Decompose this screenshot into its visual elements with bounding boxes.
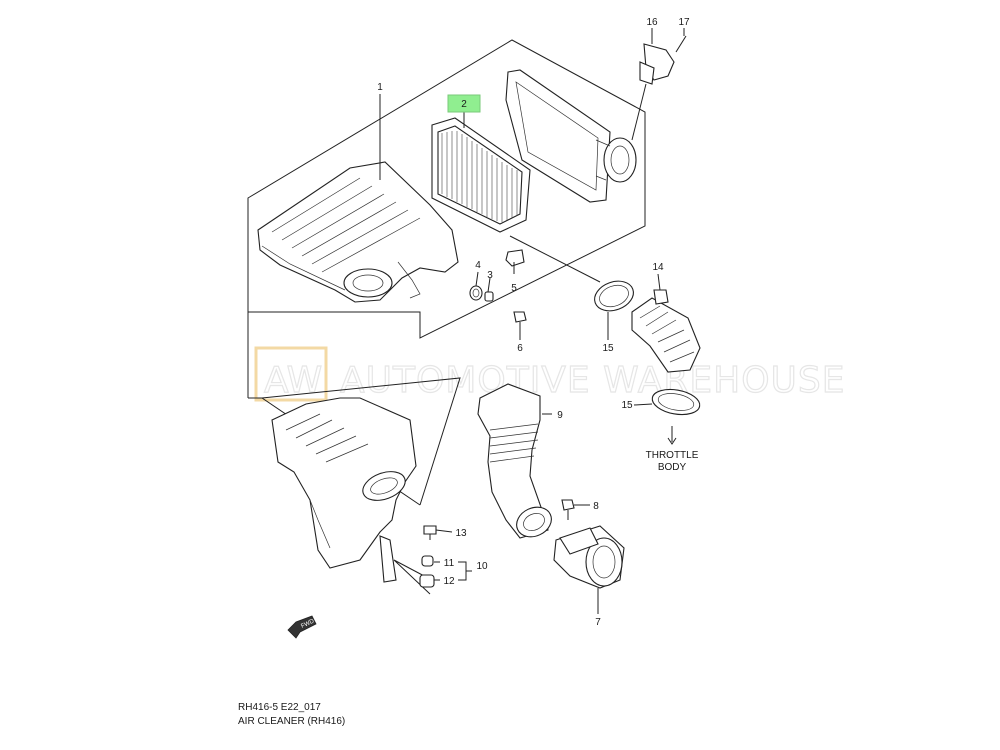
diagram-title: AIR CLEANER (RH416): [238, 716, 345, 727]
callout-1[interactable]: 1: [377, 82, 383, 93]
watermark-text: AUTOMOTIVE WAREHOUSE: [340, 360, 846, 401]
callout-8[interactable]: 8: [593, 501, 599, 512]
callout-14[interactable]: 14: [652, 262, 664, 273]
cover-housing: [505, 69, 637, 203]
callout-6[interactable]: 6: [517, 343, 523, 354]
lower-case: [271, 397, 417, 569]
hose-clamp-lower: [651, 388, 701, 416]
bolt-6: [513, 311, 527, 328]
diagram-code: RH416-5 E22_017: [238, 702, 321, 713]
callout-13[interactable]: 13: [455, 528, 467, 539]
callout-15-upper[interactable]: 15: [602, 343, 614, 354]
mass-airflow-sensor: [631, 35, 687, 141]
hose-clamp-upper: [594, 280, 634, 312]
callout-17[interactable]: 17: [678, 17, 690, 28]
intake-duct: [477, 383, 552, 539]
resonator: [553, 525, 625, 589]
diagram-caption: RH416-5 E22_017 AIR CLEANER (RH416): [238, 702, 345, 727]
watermark: AW AUTOMOTIVE WAREHOUSE: [254, 346, 846, 402]
throttle-arrow: [667, 426, 677, 445]
bracket-assembly: [379, 525, 437, 595]
bolt-8: [561, 499, 575, 520]
throttle-body-label: THROTTLE BODY: [646, 450, 699, 473]
fwd-label: FWD: [300, 618, 316, 629]
callout-5[interactable]: 5: [511, 283, 517, 294]
callout-11[interactable]: 11: [444, 558, 455, 569]
callout-9[interactable]: 9: [557, 410, 563, 421]
callout-16[interactable]: 16: [646, 17, 658, 28]
callout-3[interactable]: 3: [487, 270, 493, 281]
callout-7[interactable]: 7: [595, 617, 601, 628]
callout-12[interactable]: 12: [443, 576, 455, 587]
callout-15-lower[interactable]: 15: [621, 400, 633, 411]
small-fittings: [469, 249, 525, 302]
air-filter-element: [431, 117, 531, 233]
highlight-box: [447, 94, 481, 113]
throttle-label-line2: BODY: [658, 462, 687, 473]
leader-lines: [379, 28, 685, 614]
upper-case: [257, 161, 459, 303]
intake-hose: [631, 289, 701, 373]
callout-10[interactable]: 10: [476, 561, 488, 572]
callout-2[interactable]: 2: [461, 99, 467, 110]
fwd-arrow-icon: FWD: [287, 615, 317, 639]
callout-numbers: 1 2 3 4 5 6 7 8 9 10 11 12 13 14 15 15 1…: [377, 17, 690, 628]
upper-group-outline: [247, 39, 646, 398]
callout-4[interactable]: 4: [475, 260, 481, 271]
throttle-label-line1: THROTTLE: [646, 450, 699, 461]
